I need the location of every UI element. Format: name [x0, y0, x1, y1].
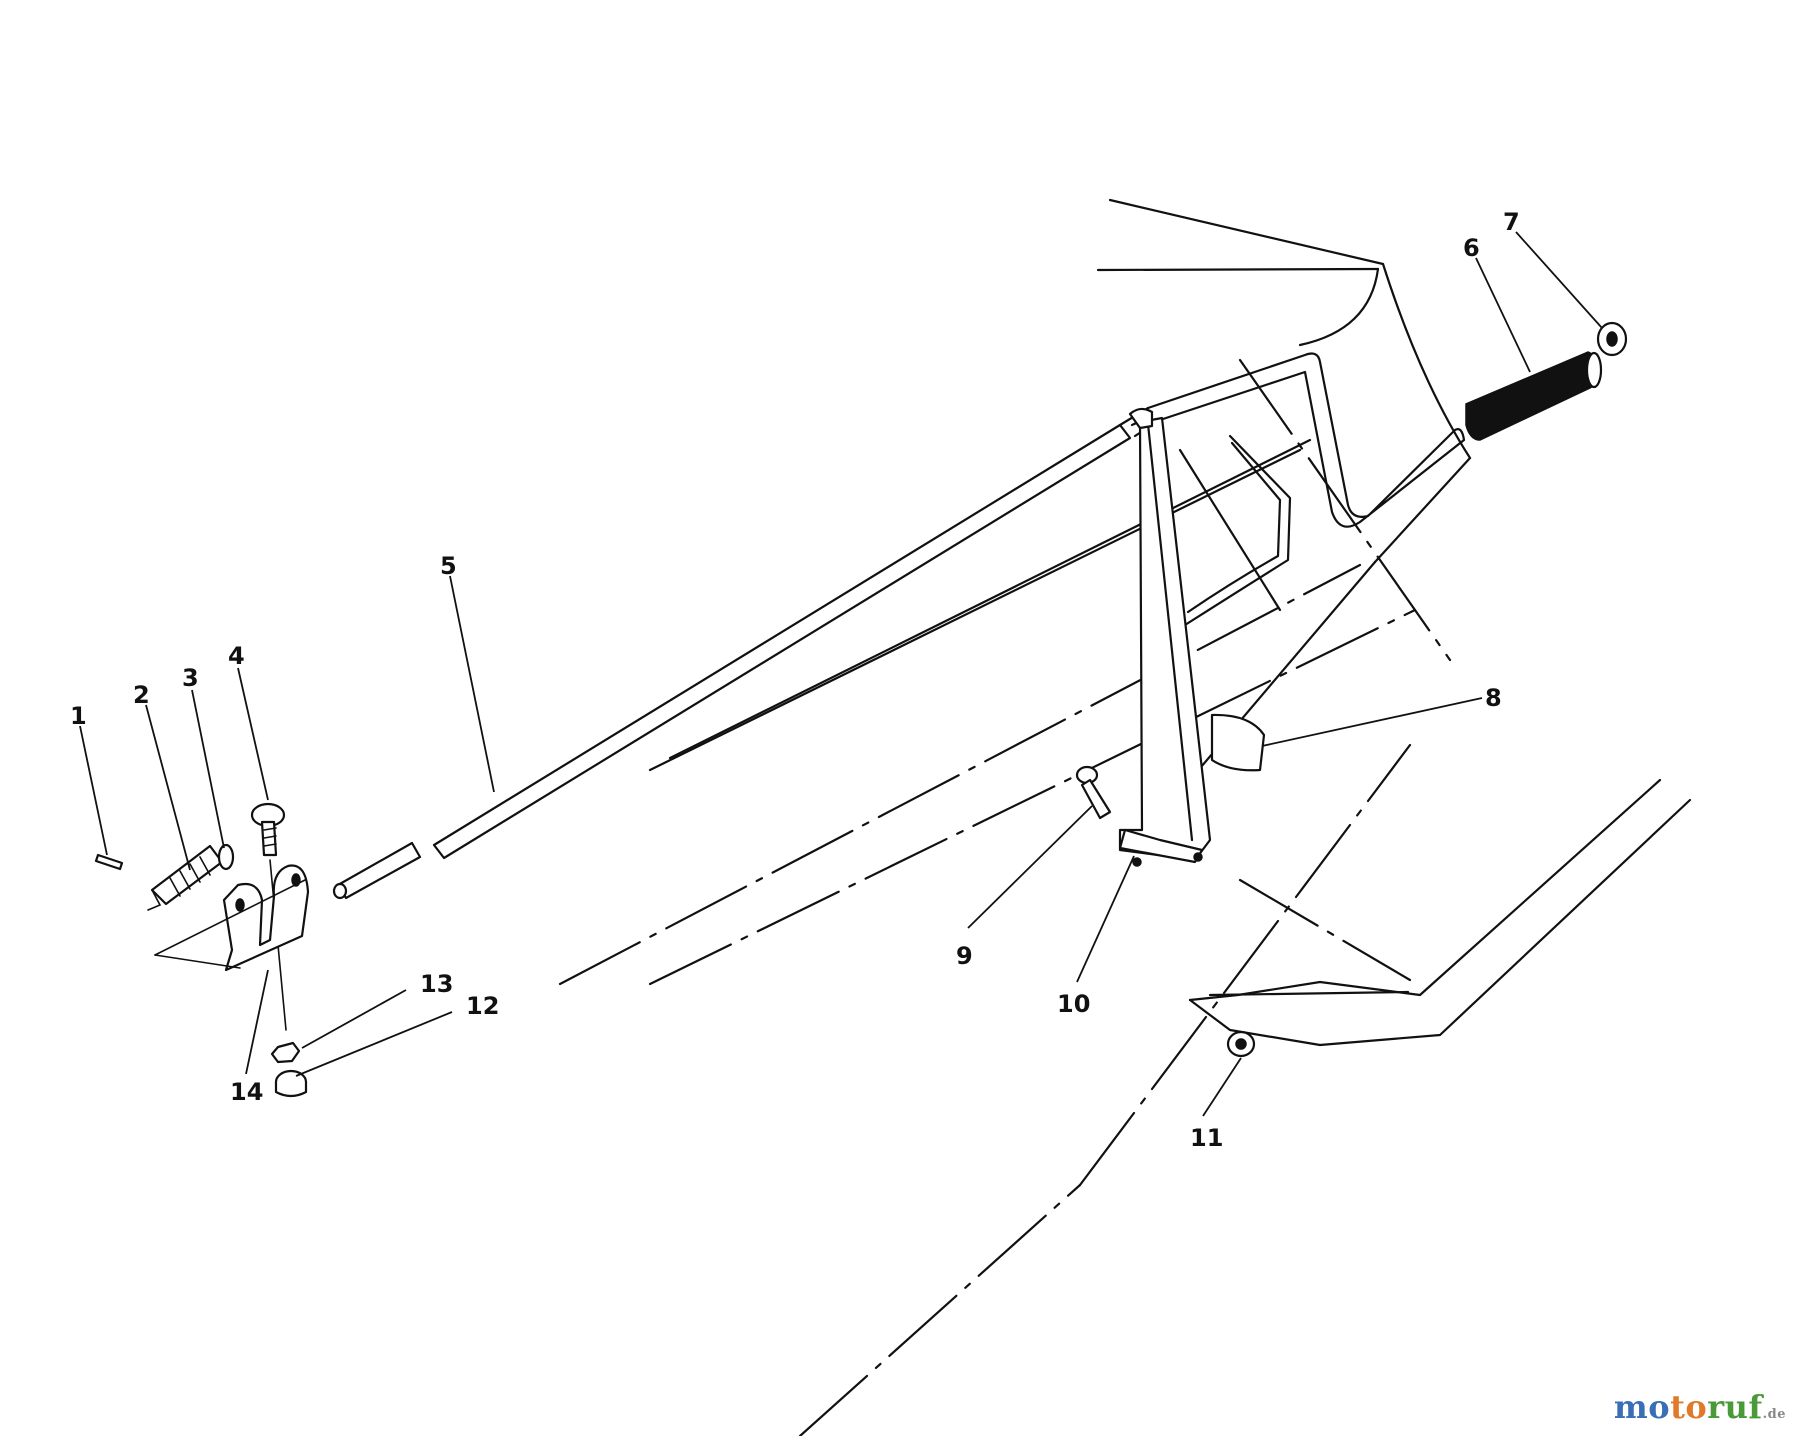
pivot-bracket: [154, 864, 310, 972]
washer: [217, 843, 235, 871]
cap: [1596, 321, 1628, 357]
housing-outline: [558, 198, 1692, 1436]
callout-12: 12: [466, 992, 499, 1020]
watermark-part-3: ruf: [1707, 1388, 1763, 1426]
callout-11: 11: [1190, 1124, 1223, 1152]
lock-washer: [270, 1041, 301, 1064]
callout-8: 8: [1485, 684, 1502, 712]
callout-3: 3: [182, 664, 199, 692]
grip: [1465, 351, 1603, 441]
bolt: [1075, 765, 1112, 820]
callout-labels: 1 2 3 4 5 6 7 8 9 10 11 12 13 14: [70, 208, 1520, 1152]
callout-13: 13: [420, 970, 453, 998]
callout-9: 9: [956, 942, 973, 970]
nut: [1226, 1030, 1256, 1058]
watermark-part-4: .de: [1762, 1407, 1786, 1422]
pin: [94, 853, 124, 871]
callout-10: 10: [1057, 990, 1090, 1018]
callout-2: 2: [133, 681, 150, 709]
watermark-part-1: mo: [1613, 1388, 1671, 1426]
callout-5: 5: [440, 552, 457, 580]
callout-1: 1: [70, 702, 87, 730]
spring: [147, 844, 224, 911]
carriage-bolt: [250, 802, 287, 1031]
leader-lines: [79, 231, 1603, 1117]
lift-rod: [332, 352, 1466, 900]
watermark-logo: motoruf.de: [1614, 1388, 1786, 1426]
callout-6: 6: [1463, 234, 1480, 262]
lock-nut: [274, 1069, 308, 1098]
decal: [1210, 713, 1266, 772]
callout-14: 14: [230, 1078, 263, 1106]
bracket: [1118, 407, 1212, 867]
callout-4: 4: [228, 642, 245, 670]
watermark-part-2: to: [1670, 1388, 1708, 1426]
callout-7: 7: [1503, 208, 1520, 236]
